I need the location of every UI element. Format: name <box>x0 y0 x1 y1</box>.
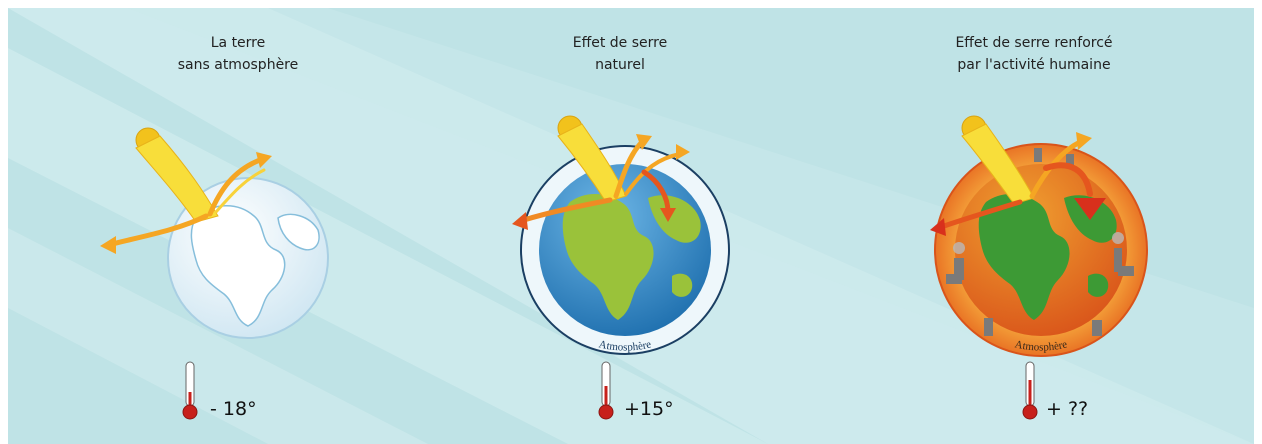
temperature-value: + ?? <box>1046 398 1089 420</box>
greenhouse-diagram: La terre sans atmosphère <box>8 8 1254 444</box>
reflected-ray-arrows <box>512 134 690 230</box>
earth-globe <box>955 164 1127 336</box>
temperature-value: +15° <box>624 398 674 420</box>
atmosphere-label: Atmosphère <box>1014 338 1069 353</box>
factory-icons <box>946 148 1134 336</box>
thermometer-icon <box>182 361 198 420</box>
earth-scene: Atmosphère <box>930 115 1148 357</box>
incoming-sunlight-band <box>135 135 219 223</box>
panel-enhanced-greenhouse: Effet de serre renforcé par l'activité h… <box>834 8 1254 444</box>
reflected-ray-arrows <box>100 152 272 254</box>
earth-scene: Atmosphère <box>512 115 730 355</box>
panel-title: Effet de serre renforcé par l'activité h… <box>834 32 1234 76</box>
earth-globe <box>539 164 711 336</box>
panel-title: La terre sans atmosphère <box>28 32 448 76</box>
thermometer-icon <box>598 361 614 420</box>
title-line-2: sans atmosphère <box>177 57 299 73</box>
panel-natural-greenhouse: Effet de serre naturel Atmosphère <box>420 8 840 444</box>
title-line-2: par l'activité humaine <box>957 57 1111 73</box>
panel-title: Effet de serre naturel <box>420 32 820 76</box>
title-line-1: Effet de serre <box>572 35 668 51</box>
temperature-value: - 18° <box>210 398 257 420</box>
panel-no-atmosphere: La terre sans atmosphère <box>28 8 448 444</box>
atmosphere-label: Atmosphère <box>598 338 653 353</box>
thermometer-icon <box>1022 361 1038 420</box>
earth-scene <box>100 127 329 339</box>
incoming-sunlight-band <box>961 123 1035 205</box>
title-line-1: Effet de serre renforcé <box>955 35 1113 51</box>
title-line-1: La terre <box>210 35 266 51</box>
title-line-2: naturel <box>595 57 645 73</box>
reflected-ray-arrows <box>930 132 1106 236</box>
